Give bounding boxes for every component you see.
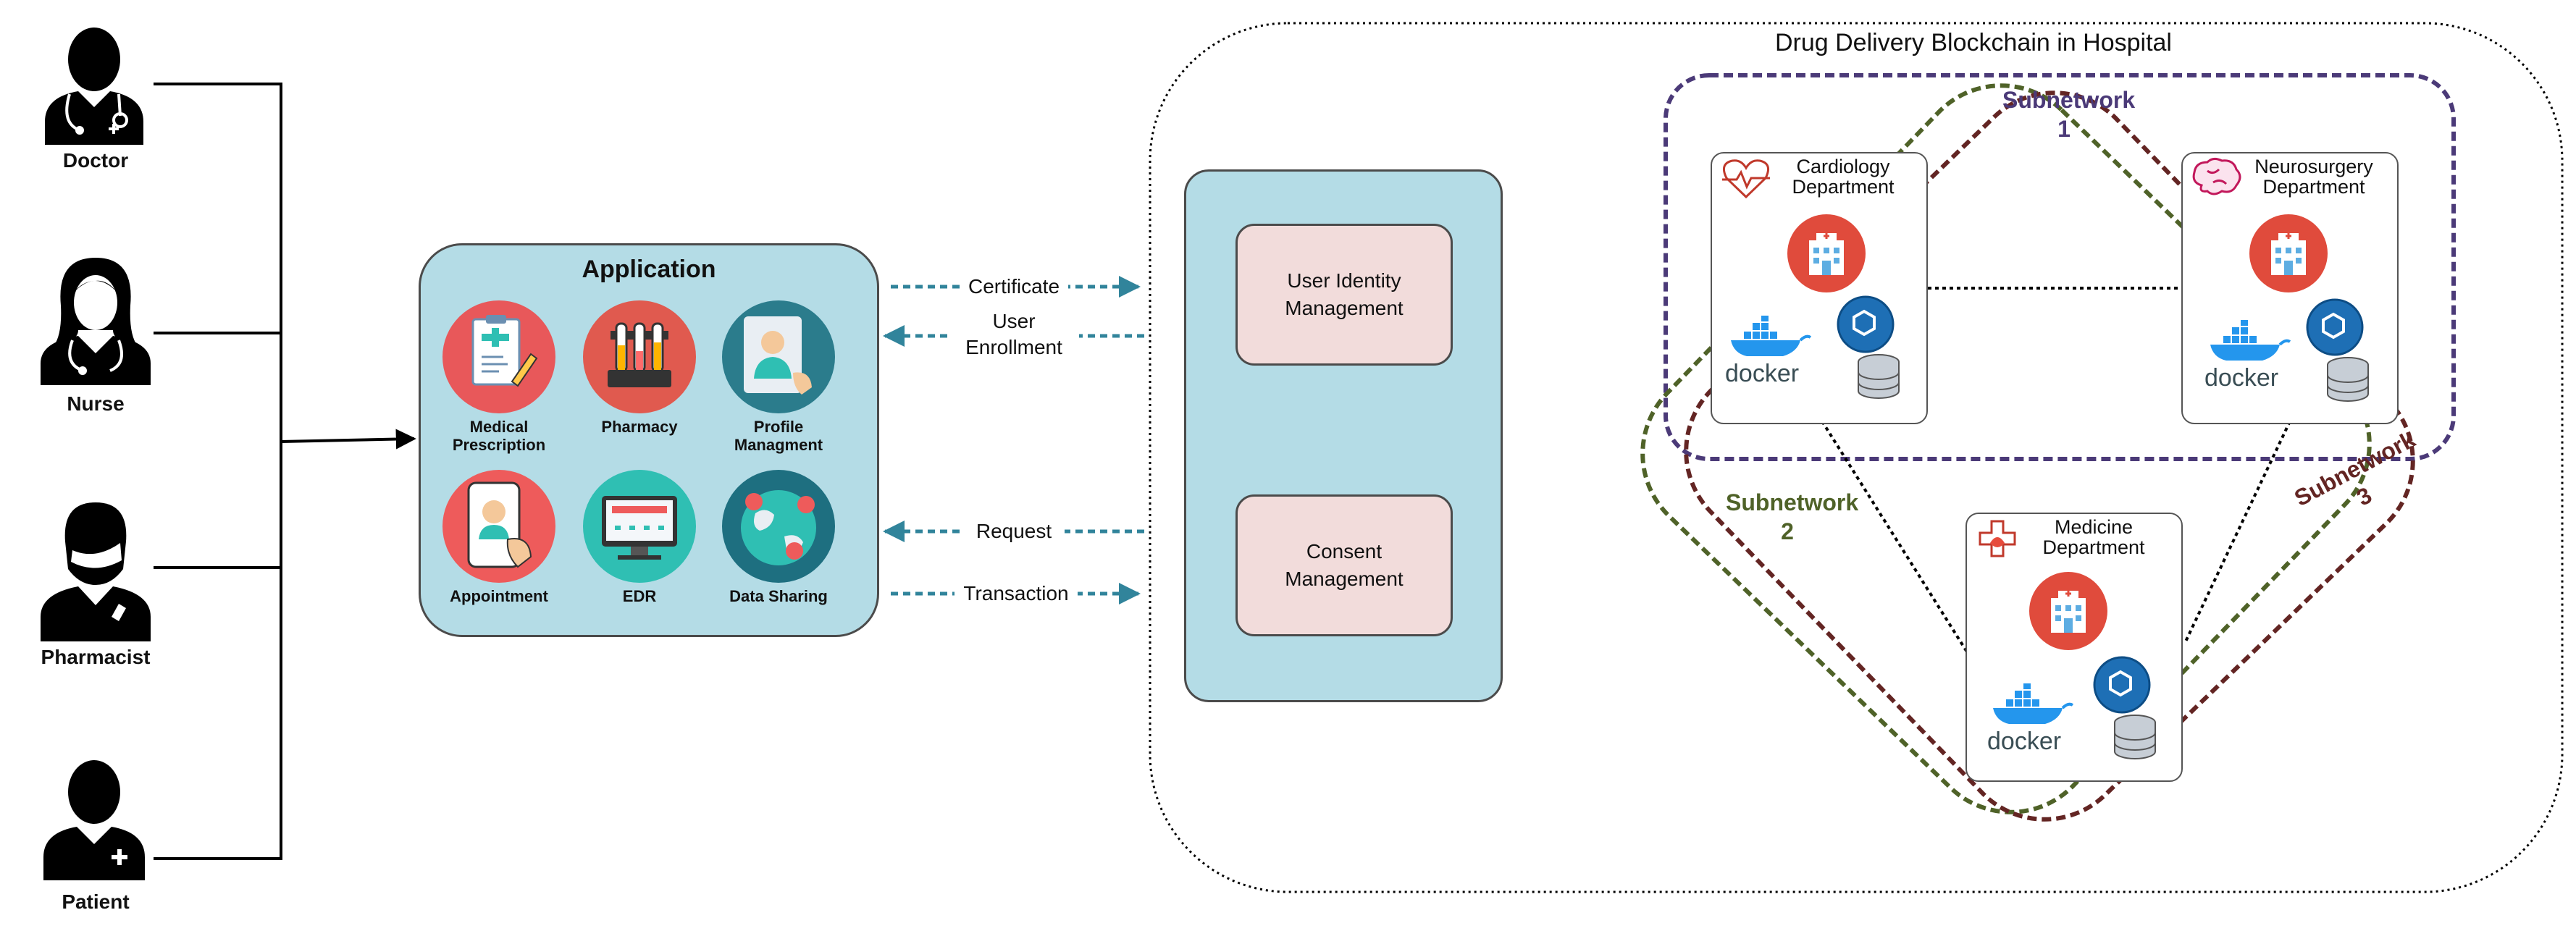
blockchain-node-icon (2302, 298, 2374, 410)
docker-label: docker (1987, 728, 2062, 755)
test-tubes-icon (583, 300, 696, 413)
brain-icon (2191, 156, 2242, 203)
blockchain-node-icon (2089, 656, 2161, 768)
docker-label: docker (1725, 360, 1800, 387)
application-title: Application (582, 256, 716, 283)
actor-label-pharmacist: Pharmacist (41, 646, 151, 668)
hospital-icon (1787, 214, 1866, 296)
app-item-label: Data Sharing (729, 587, 828, 605)
pharmacist-icon (36, 500, 155, 641)
app-item-label: Pharmacy (601, 418, 678, 436)
docker-icon: docker (2204, 319, 2291, 392)
app-item-medical-prescription[interactable]: Medical Prescription (434, 300, 564, 454)
application-panel: Application Medical Prescription (419, 243, 879, 637)
actor-label-patient: Patient (62, 890, 130, 913)
app-item-label: Medical Prescription (452, 418, 546, 454)
heart-icon (1721, 156, 1771, 205)
app-item-pharmacy[interactable]: Pharmacy (574, 300, 705, 436)
blockchain-node-icon (1832, 295, 1905, 408)
docker-icon: docker (1987, 682, 2074, 755)
app-item-label: Appointment (450, 587, 548, 605)
subnetwork-1-label: Subnetwork 1 (1984, 85, 2144, 143)
app-item-data-sharing[interactable]: Data Sharing (713, 470, 844, 605)
user-identity-management-box: User Identity Management (1235, 224, 1453, 366)
app-item-profile-managment[interactable]: Profile Managment (713, 300, 844, 454)
actor-connector (154, 83, 416, 860)
globe-icon (722, 470, 835, 583)
prescription-icon (442, 300, 555, 413)
subnetwork-2-label: Subnetwork 2 (1708, 488, 1867, 546)
docker-icon: docker (1725, 314, 1812, 387)
blockchain-title: Drug Delivery Blockchain in Hospital (1774, 29, 2172, 56)
subnetwork-2-label-text: Subnetwork 2 (1726, 489, 1859, 544)
doctor-icon (36, 22, 152, 145)
medicine-cross-icon (1977, 518, 2018, 563)
monitor-icon (583, 470, 696, 583)
app-item-label: EDR (622, 587, 657, 605)
app-item-edr[interactable]: EDR (574, 470, 705, 605)
actor-label-nurse: Nurse (67, 392, 125, 415)
subnetwork-1-label-text: Subnetwork 1 (2002, 87, 2136, 142)
actor-label-doctor: Doctor (62, 149, 129, 172)
department-name: Cardiology Department (1792, 156, 1895, 198)
subnetwork-1-boundary (1664, 73, 2456, 461)
docker-label: docker (2204, 364, 2279, 392)
management-panel: User Identity Management Consent Managem… (1184, 169, 1503, 702)
department-name: Medicine Department (2042, 516, 2145, 558)
consent-management-box: Consent Management (1235, 494, 1453, 636)
request-label: Request (963, 518, 1065, 544)
patient-icon (36, 756, 152, 880)
transaction-label: Transaction (955, 581, 1078, 607)
hospital-icon (2029, 572, 2107, 654)
profile-icon (722, 300, 835, 413)
department-name: Neurosurgery Department (2254, 156, 2373, 198)
app-item-appointment[interactable]: Appointment (434, 470, 564, 605)
blockchain-frame (1149, 22, 2564, 893)
appointment-icon (442, 470, 555, 583)
nurse-icon (35, 255, 156, 385)
enrollment-label: User Enrollment (949, 308, 1079, 361)
certificate-label: Certificate (960, 274, 1068, 300)
app-item-label: Profile Managment (734, 418, 823, 454)
cardiology-department-box[interactable]: Cardiology Department docker (1711, 152, 1928, 424)
neurosurgery-department-box[interactable]: Neurosurgery Department docker (2181, 152, 2399, 424)
medicine-department-box[interactable]: Medicine Department docker (1965, 513, 2183, 782)
department-links (1821, 287, 2291, 660)
hospital-icon (2249, 214, 2328, 296)
